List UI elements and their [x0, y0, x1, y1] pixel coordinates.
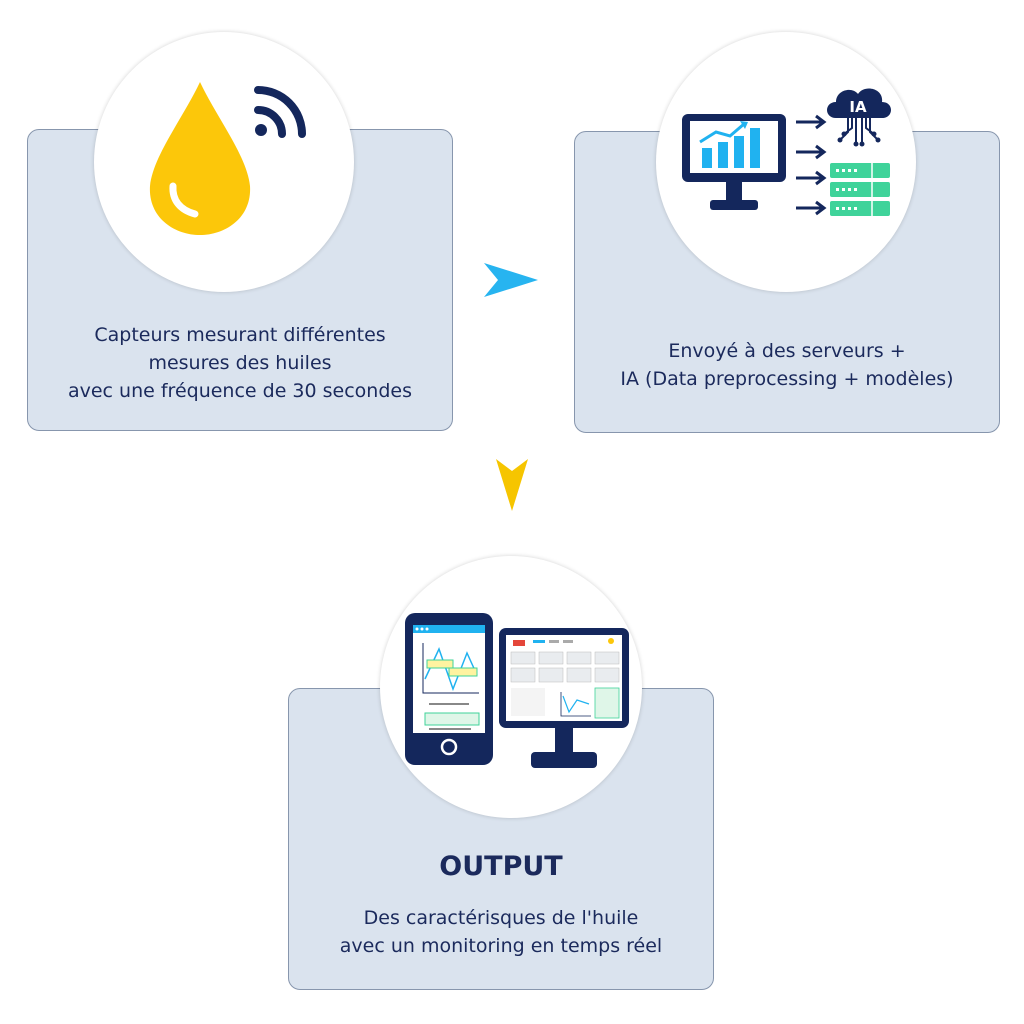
step2-caption: Envoyé à des serveurs + IA (Data preproc…: [574, 337, 1000, 393]
step3-title: OUTPUT: [439, 851, 563, 882]
desktop-dashboard-icon: [499, 628, 629, 768]
step1-line-1: Capteurs mesurant différentes: [94, 324, 386, 346]
ai-cloud-label: IA: [849, 98, 867, 116]
arrow-down-icon: [496, 459, 528, 511]
data-flow-arrows-icon: [796, 114, 827, 216]
step3-line-2: avec un monitoring en temps réel: [339, 935, 663, 957]
ai-cloud-icon: IA: [827, 88, 891, 147]
monitor-chart-icon: [682, 114, 786, 210]
step1-line-2: mesures des huiles: [148, 352, 332, 374]
step1-line-3: avec une fréquence de 30 secondes: [67, 380, 412, 402]
step3-line-1: Des caractérisques de l'huile: [363, 907, 639, 929]
phone-dashboard-icon: [405, 613, 493, 765]
step1-caption: Capteurs mesurant différentes mesures de…: [27, 321, 453, 405]
wifi-signal-icon: [254, 86, 306, 138]
oil-drop-icon: [149, 82, 251, 235]
step2-line-2: IA (Data preprocessing + modèles): [620, 368, 954, 390]
step3-caption: Des caractérisques de l'huile avec un mo…: [288, 904, 714, 960]
arrow-right-icon: [484, 263, 538, 297]
server-rack-icon: [830, 163, 890, 216]
step2-line-1: Envoyé à des serveurs +: [668, 340, 906, 362]
